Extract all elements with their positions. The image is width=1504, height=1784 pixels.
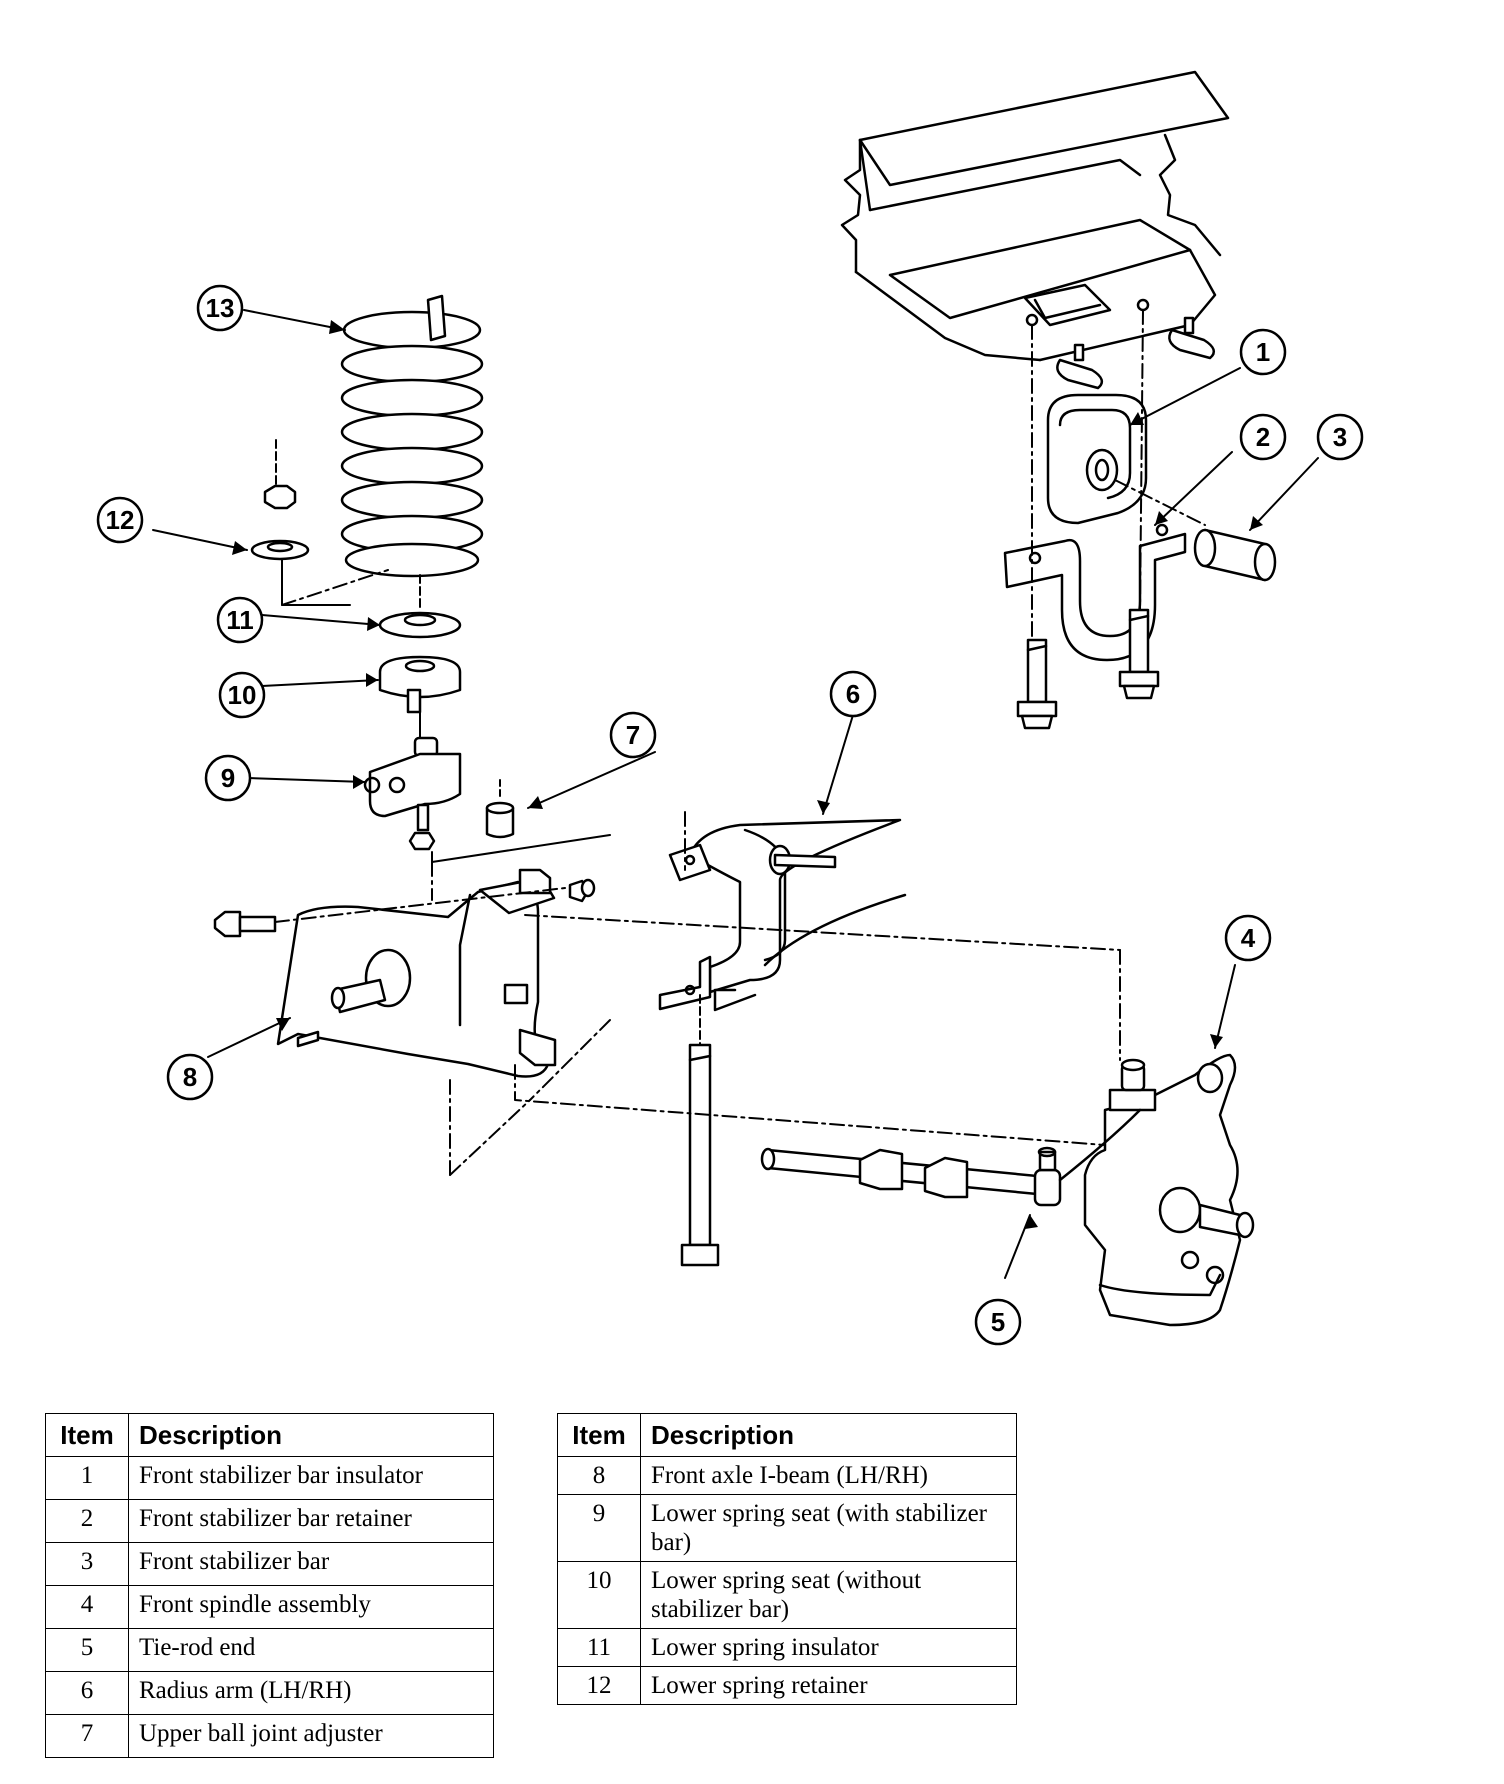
- legend-item-description: Upper ball joint adjuster: [128, 1714, 494, 1758]
- legend-header-description: Description: [640, 1413, 1017, 1457]
- callout-11: 11: [216, 596, 264, 644]
- legend-item-number: 6: [45, 1671, 129, 1715]
- callout-3: 3: [1316, 413, 1364, 461]
- svg-text:3: 3: [1333, 422, 1347, 452]
- front-spindle-assembly: [1083, 1053, 1255, 1327]
- legend-header-item: Item: [557, 1413, 641, 1457]
- install-lines-center: [431, 811, 1121, 1176]
- legend-item-description: Front stabilizer bar insulator: [128, 1456, 494, 1500]
- legend-item-description: Tie-rod end: [128, 1628, 494, 1672]
- legend-item-description: Front axle I-beam (LH/RH): [640, 1456, 1017, 1495]
- svg-text:1: 1: [1256, 337, 1270, 367]
- callout-6: 6: [829, 670, 877, 718]
- svg-text:5: 5: [991, 1307, 1005, 1337]
- svg-text:4: 4: [1241, 923, 1256, 953]
- front-axle-i-beam: [276, 868, 557, 1078]
- svg-text:10: 10: [228, 680, 257, 710]
- legend-row: 5 Tie-rod end: [45, 1628, 494, 1672]
- retainer-bolts: [1016, 608, 1160, 730]
- callout-12: 12: [96, 496, 144, 544]
- legend-header-row: Item Description: [45, 1413, 494, 1457]
- callout-10: 10: [218, 671, 266, 719]
- legend-row: 7 Upper ball joint adjuster: [45, 1714, 494, 1758]
- leader-lines: [152, 309, 1319, 1279]
- svg-text:7: 7: [626, 720, 640, 750]
- svg-text:6: 6: [846, 679, 860, 709]
- legend-item-number: 2: [45, 1499, 129, 1543]
- coil-spring: [340, 294, 484, 578]
- legend-row: 3 Front stabilizer bar: [45, 1542, 494, 1586]
- legend-item-number: 8: [557, 1456, 641, 1495]
- tie-rod: [760, 1108, 1142, 1207]
- legend-item-description: Lower spring seat (without stabilizer ba…: [640, 1561, 1017, 1629]
- legend-row: 9 Lower spring seat (with stabilizer bar…: [557, 1494, 1017, 1562]
- svg-text:2: 2: [1256, 422, 1270, 452]
- svg-text:12: 12: [106, 505, 135, 535]
- leader-arrowheads: [232, 320, 1263, 1229]
- lower-spring-seat-without-bar: [378, 655, 462, 739]
- legend-item-description: Front stabilizer bar retainer: [128, 1499, 494, 1543]
- callout-4: 4: [1224, 914, 1272, 962]
- legend-header-description: Description: [128, 1413, 494, 1457]
- legend-row: 12 Lower spring retainer: [557, 1666, 1017, 1705]
- legend-item-description: Lower spring insulator: [640, 1628, 1017, 1667]
- callout-1: 1: [1239, 328, 1287, 376]
- svg-text:11: 11: [226, 605, 254, 635]
- callout-9: 9: [204, 754, 252, 802]
- upper-ball-joint-adjuster: [485, 779, 515, 839]
- legend-item-number: 4: [45, 1585, 129, 1629]
- frame-crossmember: [840, 70, 1230, 362]
- legend-item-number: 5: [45, 1628, 129, 1672]
- legend-item-number: 9: [557, 1494, 641, 1562]
- legend-item-number: 1: [45, 1456, 129, 1500]
- legend-row: 2 Front stabilizer bar retainer: [45, 1499, 494, 1543]
- legend-item-description: Lower spring seat (with stabilizer bar): [640, 1494, 1017, 1562]
- legend-row: 1 Front stabilizer bar insulator: [45, 1456, 494, 1500]
- svg-text:13: 13: [206, 293, 235, 323]
- legend-item-description: Front stabilizer bar: [128, 1542, 494, 1586]
- spring-retainer-nut: [250, 439, 389, 606]
- legend-item-description: Lower spring retainer: [640, 1666, 1017, 1705]
- legend-row: 8 Front axle I-beam (LH/RH): [557, 1456, 1017, 1495]
- callout-7: 7: [609, 711, 657, 759]
- stabilizer-bar-insulator: [1046, 393, 1148, 525]
- callout-2: 2: [1239, 413, 1287, 461]
- legend-row: 4 Front spindle assembly: [45, 1585, 494, 1629]
- pivot-bolt: [213, 878, 596, 938]
- legend-item-description: Radius arm (LH/RH): [128, 1671, 494, 1715]
- legend-row: 10 Lower spring seat (without stabilizer…: [557, 1561, 1017, 1629]
- callout-13: 13: [196, 284, 244, 332]
- legend-row: 6 Radius arm (LH/RH): [45, 1671, 494, 1715]
- suspension-exploded-diagram: 1 2 3 4 5 6 7 8 9 10 11 12: [96, 70, 1364, 1346]
- legend-item-number: 10: [557, 1561, 641, 1629]
- install-lines-stabilizer: [1031, 309, 1206, 641]
- radius-arm-bolt: [680, 994, 720, 1267]
- callout-5: 5: [974, 1298, 1022, 1346]
- frame-mount-tabs: [1056, 316, 1216, 390]
- radius-arm: [658, 818, 907, 1012]
- svg-text:9: 9: [221, 763, 235, 793]
- legend-header-row: Item Description: [557, 1413, 1017, 1457]
- legend-table-right: Item Description 8 Front axle I-beam (LH…: [557, 1413, 1017, 1705]
- legend-table-left: Item Description 1 Front stabilizer bar …: [45, 1413, 494, 1758]
- legend-item-number: 7: [45, 1714, 129, 1758]
- legend-item-description: Front spindle assembly: [128, 1585, 494, 1629]
- stabilizer-bar: [1193, 528, 1277, 582]
- legend-item-number: 3: [45, 1542, 129, 1586]
- lower-spring-insulator: [378, 574, 462, 639]
- legend-item-number: 11: [557, 1628, 641, 1667]
- legend-header-item: Item: [45, 1413, 129, 1457]
- legend-item-number: 12: [557, 1666, 641, 1705]
- callout-8: 8: [166, 1053, 214, 1101]
- svg-text:8: 8: [183, 1062, 197, 1092]
- lower-spring-seat-with-bar: [363, 736, 611, 863]
- legend-row: 11 Lower spring insulator: [557, 1628, 1017, 1667]
